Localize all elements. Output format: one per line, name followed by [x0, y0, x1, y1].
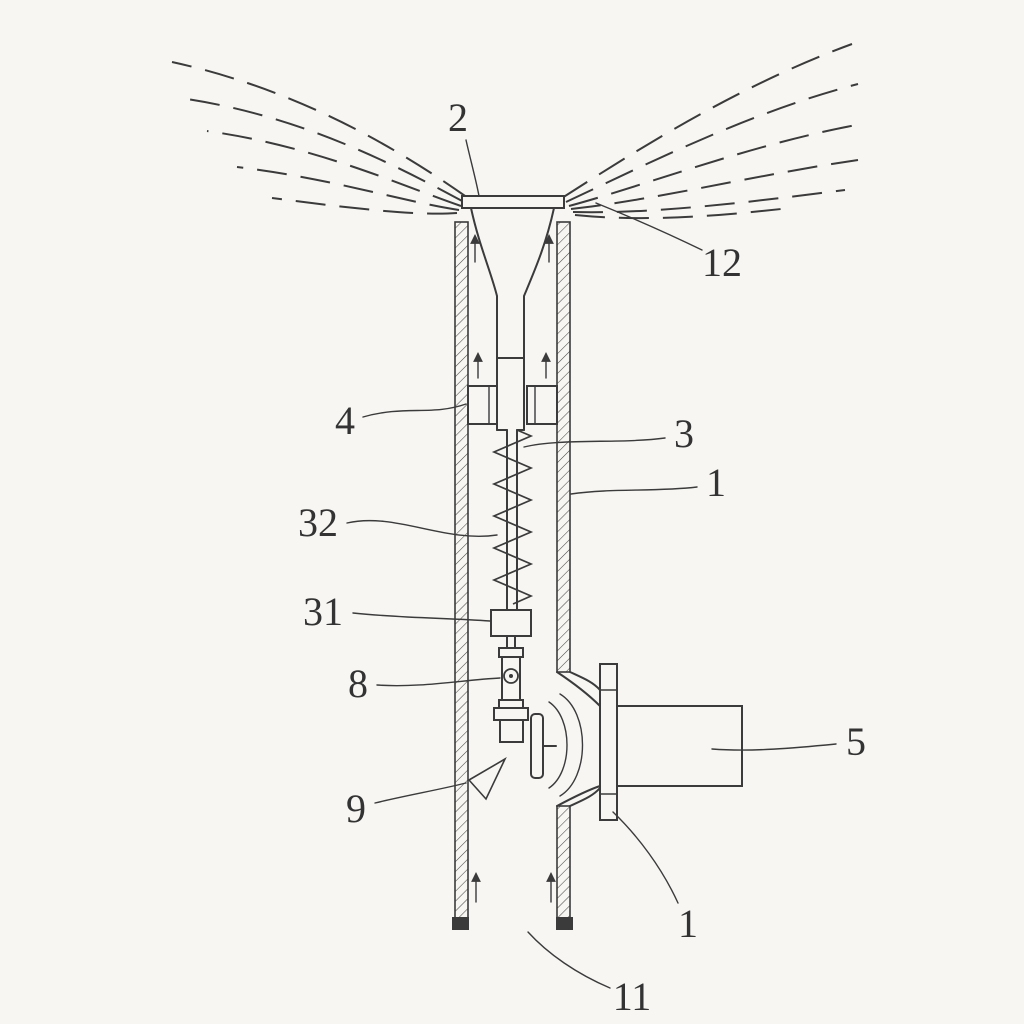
clevis-pin-center	[509, 674, 513, 678]
branch-wall-top-inner	[556, 671, 601, 707]
spray-stream	[574, 207, 791, 220]
label-32: 32	[298, 500, 338, 545]
branch-wall-top-outer	[569, 671, 601, 691]
valve-body-block	[499, 719, 524, 743]
reference-numerals: 2 12 4 3 1 32 31 8 5 9 1 11	[298, 95, 866, 1019]
label-12: 12	[702, 240, 742, 285]
leader-11	[527, 931, 611, 989]
collar-block-left	[467, 385, 498, 425]
spray-stream	[568, 123, 863, 207]
tube-foot-left	[452, 917, 469, 930]
rod-stop-block	[490, 609, 532, 649]
valve-connector-plate	[493, 707, 529, 721]
spray-stream	[206, 130, 462, 207]
flow-arrows	[470, 234, 556, 903]
tube-wall-left	[454, 221, 469, 929]
leader-1-lower	[612, 811, 679, 904]
leader-9	[374, 782, 467, 804]
leader-3	[523, 437, 666, 448]
clevis-joint	[498, 647, 524, 709]
leader-5	[711, 743, 837, 751]
spray-stream	[572, 189, 846, 214]
label-1-upper: 1	[706, 460, 726, 505]
inlet-branch	[556, 663, 743, 821]
inlet-pipe	[616, 705, 743, 787]
tube-wall-right-lower	[556, 805, 571, 929]
label-5: 5	[846, 719, 866, 764]
spray-jets-left	[171, 61, 469, 215]
valve-seat-arc-inner	[548, 701, 568, 789]
label-1-lower: 1	[678, 901, 698, 946]
collar-block-right	[526, 385, 558, 425]
leader-1-upper	[570, 486, 698, 495]
leader-8	[376, 677, 501, 687]
branch-wall-bottom-inner	[556, 785, 601, 807]
spray-stream	[561, 43, 853, 199]
spray-stream	[565, 83, 859, 203]
label-4: 4	[335, 398, 355, 443]
clevis-top-cap	[498, 647, 524, 658]
spray-stream	[236, 166, 460, 211]
spray-jets-right	[561, 43, 863, 220]
label-11: 11	[613, 974, 652, 1019]
spray-stream	[570, 159, 859, 210]
label-31: 31	[303, 589, 343, 634]
nozzle-cap	[461, 195, 565, 209]
label-8: 8	[348, 661, 368, 706]
valve-disc	[530, 713, 544, 779]
spring-coil	[491, 429, 534, 605]
leader-9-hollow-arrowhead	[467, 757, 507, 801]
leader-2	[465, 139, 480, 197]
spray-head	[461, 195, 565, 431]
leader-31	[352, 612, 491, 622]
tube-foot-right	[556, 917, 573, 930]
tube-wall-right-upper	[556, 221, 571, 673]
label-2: 2	[448, 95, 468, 140]
spray-stream	[271, 197, 458, 215]
guide-collar	[467, 385, 558, 425]
spray-stream	[179, 97, 465, 203]
clevis-bottom-cap	[498, 699, 524, 709]
leader-12	[595, 202, 703, 251]
valve-assembly	[493, 693, 584, 797]
label-3: 3	[674, 411, 694, 456]
leader-lines	[346, 139, 837, 989]
nozzle-funnel-left	[470, 207, 498, 431]
leader-32	[346, 519, 498, 537]
label-9: 9	[346, 786, 366, 831]
spray-stream	[171, 61, 469, 199]
outer-tube	[452, 221, 573, 930]
leader-4	[362, 403, 467, 418]
branch-wall-bottom-outer	[569, 787, 601, 807]
valve-rod-and-spring	[491, 429, 534, 611]
nozzle-funnel-right	[523, 207, 555, 431]
valve-seat-arc-outer	[559, 693, 584, 797]
stop-block	[490, 609, 532, 637]
flange-plate	[599, 663, 618, 821]
